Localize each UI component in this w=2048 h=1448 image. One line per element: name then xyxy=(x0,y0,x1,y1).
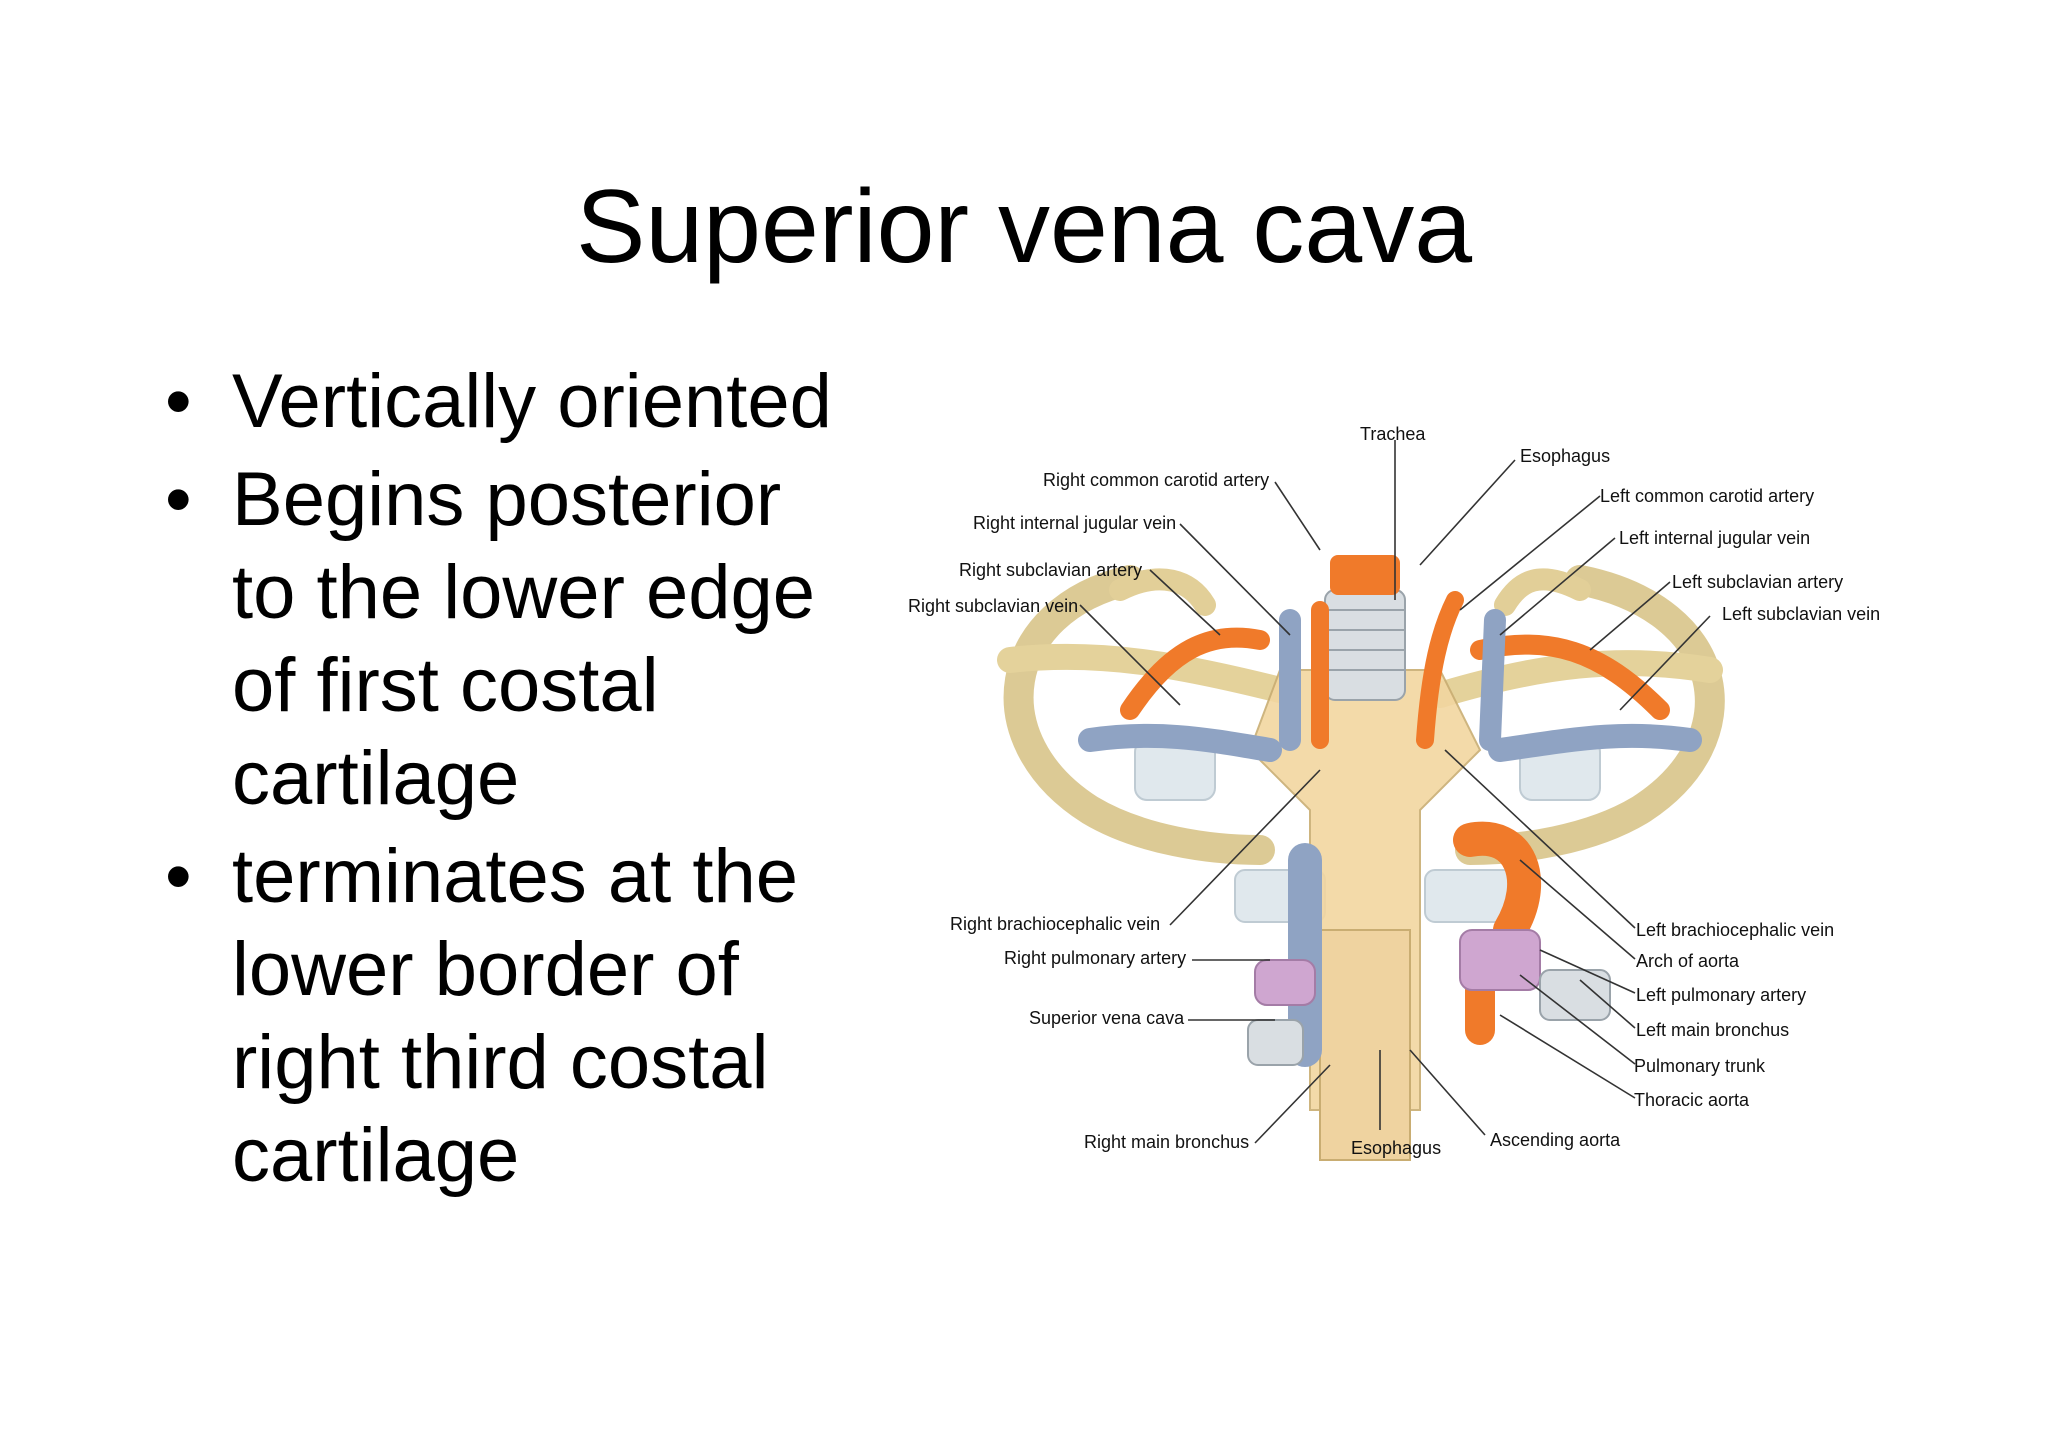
label-right-internal-jugular-vein: Right internal jugular vein xyxy=(973,513,1177,533)
bullet-line: lower border of xyxy=(232,927,739,1012)
right-subclavian-artery xyxy=(1120,627,1270,720)
bullet-item: • Vertically oriented xyxy=(165,355,885,448)
label-esophagus-top: Esophagus xyxy=(1520,446,1611,466)
first-rib-right xyxy=(1003,565,1275,865)
label-superior-vena-cava: Superior vena cava xyxy=(1029,1008,1185,1028)
right-pulmonary-artery xyxy=(1254,959,1316,1006)
bullet-line: to the lower edge xyxy=(232,550,816,635)
right-main-bronchus xyxy=(1247,1019,1304,1066)
leader-right-subclavian-artery xyxy=(1149,569,1221,636)
leader-esophagus-top xyxy=(1419,459,1516,566)
label-left-main-bronchus: Left main bronchus xyxy=(1636,1020,1790,1040)
label-right-main-bronchus: Right main bronchus xyxy=(1084,1132,1250,1152)
label-left-brachiocephalic-vein: Left brachiocephalic vein xyxy=(1636,920,1835,940)
label-right-pulmonary-artery: Right pulmonary artery xyxy=(1004,948,1187,968)
bullet-line: right third costal xyxy=(232,1020,769,1105)
leader-ascending-aorta xyxy=(1409,1049,1486,1136)
label-right-subclavian-artery: Right subclavian artery xyxy=(959,560,1143,580)
leader-left-main-bronchus xyxy=(1579,979,1636,1029)
anatomy-figure: Trachea Esophagus Right common carotid a… xyxy=(880,410,1900,1190)
bullet-marker: • xyxy=(165,359,192,444)
label-left-subclavian-vein: Left subclavian vein xyxy=(1722,604,1881,624)
left-subclavian-vein xyxy=(1488,723,1702,762)
label-esophagus-bottom: Esophagus xyxy=(1351,1138,1442,1158)
sternum xyxy=(1248,669,1482,1111)
leader-left-subclavian-vein xyxy=(1619,615,1711,711)
label-right-common-carotid-artery: Right common carotid artery xyxy=(1043,470,1270,490)
left-common-carotid xyxy=(1416,591,1464,749)
arch-of-aorta xyxy=(1453,821,1542,947)
rib-arc-left xyxy=(1494,568,1591,616)
bullet-item: • terminates at the lower border of righ… xyxy=(165,830,885,1202)
leader-left-pulmonary-artery xyxy=(1539,949,1636,994)
leader-right-internal-jugular xyxy=(1179,523,1291,636)
label-left-internal-jugular-vein: Left internal jugular vein xyxy=(1619,528,1811,548)
bullet-line: terminates at the xyxy=(232,834,799,919)
label-trachea: Trachea xyxy=(1360,424,1426,444)
bullet-line: cartilage xyxy=(232,1113,520,1198)
label-pulmonary-trunk: Pulmonary trunk xyxy=(1634,1056,1766,1076)
leader-right-main-bronchus xyxy=(1254,1064,1331,1144)
first-rib-left xyxy=(1455,565,1725,865)
label-ascending-aorta: Ascending aorta xyxy=(1490,1130,1621,1150)
leader-left-subclavian-artery xyxy=(1589,581,1671,651)
label-arch-of-aorta: Arch of aorta xyxy=(1636,951,1740,971)
leader-pulmonary-trunk xyxy=(1519,974,1636,1065)
label-right-brachiocephalic-vein: Right brachiocephalic vein xyxy=(950,914,1161,934)
rib-arc-right xyxy=(1109,568,1216,616)
clavicle-left xyxy=(1427,650,1723,708)
label-right-subclavian-vein: Right subclavian vein xyxy=(908,596,1079,616)
left-internal-jugular xyxy=(1479,609,1506,751)
bullet-list: • Vertically oriented • Begins posterior… xyxy=(165,355,885,1207)
bullet-line: Begins posterior xyxy=(232,457,782,542)
leader-left-internal-jugular xyxy=(1499,537,1616,636)
leader-right-common-carotid xyxy=(1274,481,1321,551)
right-subclavian-vein xyxy=(1078,723,1282,762)
bullet-marker: • xyxy=(165,834,192,919)
leader-right-brachiocephalic xyxy=(1169,769,1321,926)
leader-arch-of-aorta xyxy=(1519,859,1636,960)
label-left-pulmonary-artery: Left pulmonary artery xyxy=(1636,985,1807,1005)
bullet-line: cartilage xyxy=(232,736,520,821)
bullet-item: • Begins posterior to the lower edge of … xyxy=(165,453,885,825)
bullet-line: of first costal xyxy=(232,643,659,728)
anatomy-illustration xyxy=(997,440,1725,1161)
label-thoracic-aorta: Thoracic aorta xyxy=(1634,1090,1750,1110)
esophagus-body xyxy=(1319,929,1411,1161)
trachea-rings xyxy=(1324,589,1406,701)
leader-left-brachiocephalic xyxy=(1444,749,1636,929)
left-main-bronchus xyxy=(1539,969,1611,1021)
clavicle-right xyxy=(997,643,1293,703)
label-left-subclavian-artery: Left subclavian artery xyxy=(1672,572,1844,592)
leader-right-subclavian-vein xyxy=(1079,604,1181,706)
leader-left-common-carotid xyxy=(1459,495,1601,611)
esophagus-top xyxy=(1330,555,1400,595)
leader-thoracic-aorta xyxy=(1499,1014,1636,1099)
bullet-marker: • xyxy=(165,457,192,542)
label-left-common-carotid-artery: Left common carotid artery xyxy=(1600,486,1815,506)
slide-title: Superior vena cava xyxy=(575,169,1473,285)
bullet-line: Vertically oriented xyxy=(232,359,832,444)
